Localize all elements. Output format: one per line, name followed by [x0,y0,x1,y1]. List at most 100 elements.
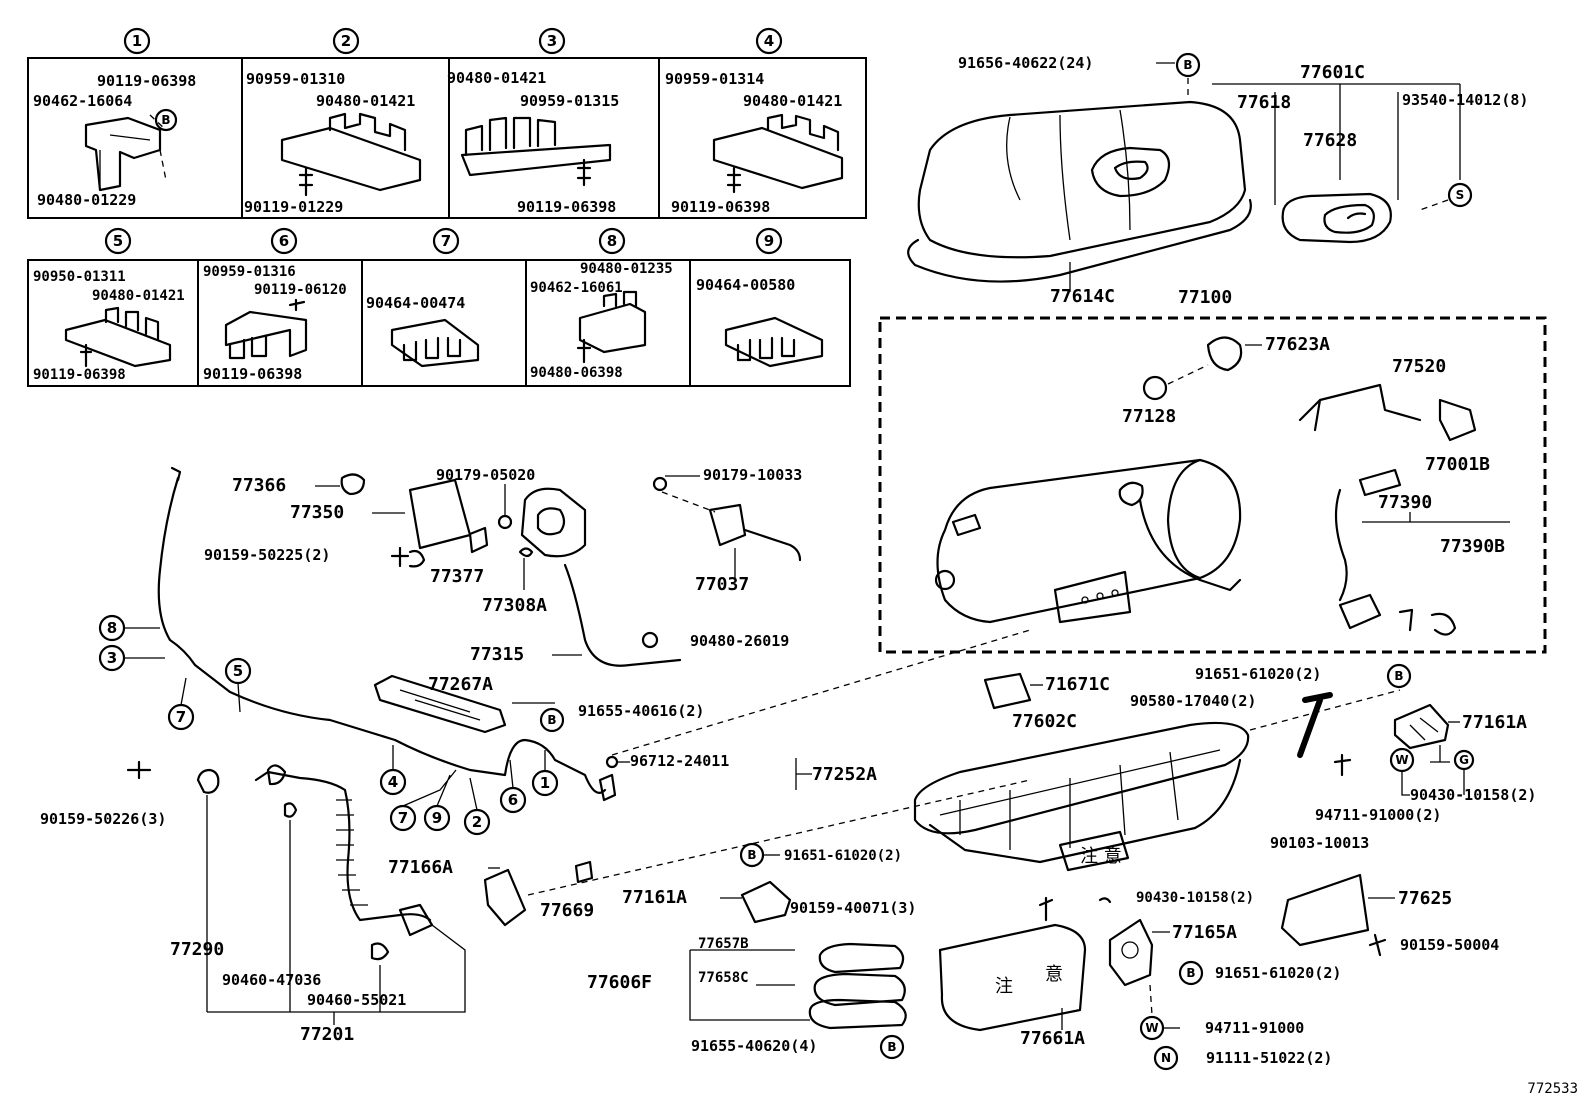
drain-tube-77315 [563,563,682,667]
ref-w: W [1395,753,1408,767]
part-77669 [574,860,594,884]
section-8: 90480-01235 90462-16061 90480-06398 [530,261,673,381]
leader-dashed [1419,199,1449,211]
bolt-shape [576,338,592,364]
warning-kanji-small: 注 意 [1080,846,1122,867]
strip-90580-17040 [1297,692,1333,758]
gasket-bracket [689,949,810,1021]
ref-b: B [547,713,556,727]
part-label: 90159-50004 [1400,936,1499,954]
part-label: 90480-06398 [530,365,623,381]
part-label: 94711-91000 [1205,1019,1304,1037]
part-label: 77366 [232,475,286,496]
part-label: 91655-40620(4) [691,1037,817,1055]
part-label: 77315 [470,644,524,665]
section-7: 90464-00474 [366,294,480,368]
part-label: 77377 [430,566,484,587]
part-label: 77625 [1398,888,1452,909]
filler-group: 77366 77350 90179-05020 90179-10033 9015… [204,466,802,667]
tray-label-plate [1058,830,1130,872]
bolt-shape [576,158,592,187]
section-8-number: 8 [607,232,617,250]
part-label: 90460-55021 [307,991,406,1009]
clamp-ref-4: 4 [388,773,398,791]
part-label: 90480-01421 [316,92,415,110]
hose-end [266,764,287,786]
clamp-plate [224,310,308,358]
warning-kanji-1: 注 [995,976,1013,997]
ref-s: S [1456,188,1465,202]
sensor-77001b [1438,398,1477,442]
clamp-leaders [392,745,546,811]
clamp-teeth [104,306,160,342]
bracket-77161a-left [740,880,792,924]
tank-end-cap [1166,458,1202,580]
part-90179-05020 [497,514,513,530]
part-label: 90119-06398 [671,198,770,216]
leader-dashed [611,629,1031,756]
shield-detail [399,689,481,721]
clamp-ref-1: 1 [540,774,550,792]
hose-corrugation [336,799,368,906]
part-label: 91111-51022(2) [1206,1049,1332,1067]
leader [1401,769,1465,796]
section-6: 90959-01316 90119-06120 90119-06398 [203,264,347,383]
bracket-detail [99,134,151,186]
bolt-shape [79,343,93,368]
ref-b: B [747,848,756,862]
part-label: 77290 [170,939,224,960]
bolt-90159-40071 [1038,896,1054,922]
part-label: 77520 [1392,356,1446,377]
part-label: 77669 [540,900,594,921]
section-3: 90480-01421 90959-01315 90119-06398 [447,69,619,216]
sensor-wire-77520 [1298,383,1422,432]
part-label: 90480-01421 [743,92,842,110]
bracket-77166a [483,868,527,927]
part-label: 90580-17040(2) [1130,692,1256,710]
part-label: 77166A [388,857,453,878]
part-label: 77161A [1462,712,1527,733]
part-label: 90464-00474 [366,294,465,312]
section-5-number: 5 [113,232,123,250]
part-label: 90119-06398 [97,72,196,90]
part-label: 90959-01316 [203,264,296,280]
clamp-shape [390,318,480,368]
fuel-pipe-group: 8 3 7 5 4 7 9 2 6 1 77267A B 91655-40616… [98,466,1031,836]
leader-dashed [661,491,716,513]
cover-hatch-inner [1113,160,1149,180]
part-label: 77390 [1378,492,1432,513]
washer [1098,897,1112,904]
hose-clamp-90460-47036 [283,802,298,818]
ref-n: N [1161,1051,1171,1065]
gasket-bottom [808,998,907,1030]
tank-bracket-plate [1053,570,1132,624]
clamp-ref-2: 2 [472,813,482,831]
part-label: 90119-06398 [517,198,616,216]
part-96712-24011 [605,755,619,769]
shield-77625 [1280,873,1370,947]
part-label: 94711-91000(2) [1315,806,1441,824]
part-label: 91651-61020(2) [1195,665,1321,683]
clamp-ref-6: 6 [508,791,518,809]
clamp-teeth [766,113,840,152]
screw-shape [288,298,306,312]
clamp-teeth [328,112,407,152]
tank-drain [934,569,956,591]
clamp-teeth [464,116,557,157]
cover-gasket [907,198,1252,283]
section-7-number: 7 [441,232,451,250]
section-5: 90950-01311 90480-01421 90119-06398 [33,269,185,383]
section-9: 90464-00580 [696,276,824,368]
clamp-teeth [228,334,268,360]
tray-bottom [928,758,1242,864]
part-label: 77252A [812,764,877,785]
section-1: 90119-06398 90462-16064 90480-01229 B [33,72,196,209]
ref-b: B [887,1040,896,1054]
part-label: 77308A [482,595,547,616]
bracket-77165a [1108,918,1154,987]
fuel-tank-body [936,458,1242,624]
tray-ribs [939,749,1221,850]
section-2-number: 2 [341,32,351,50]
part-label: 77165A [1172,922,1237,943]
clamp-plate [64,318,172,368]
